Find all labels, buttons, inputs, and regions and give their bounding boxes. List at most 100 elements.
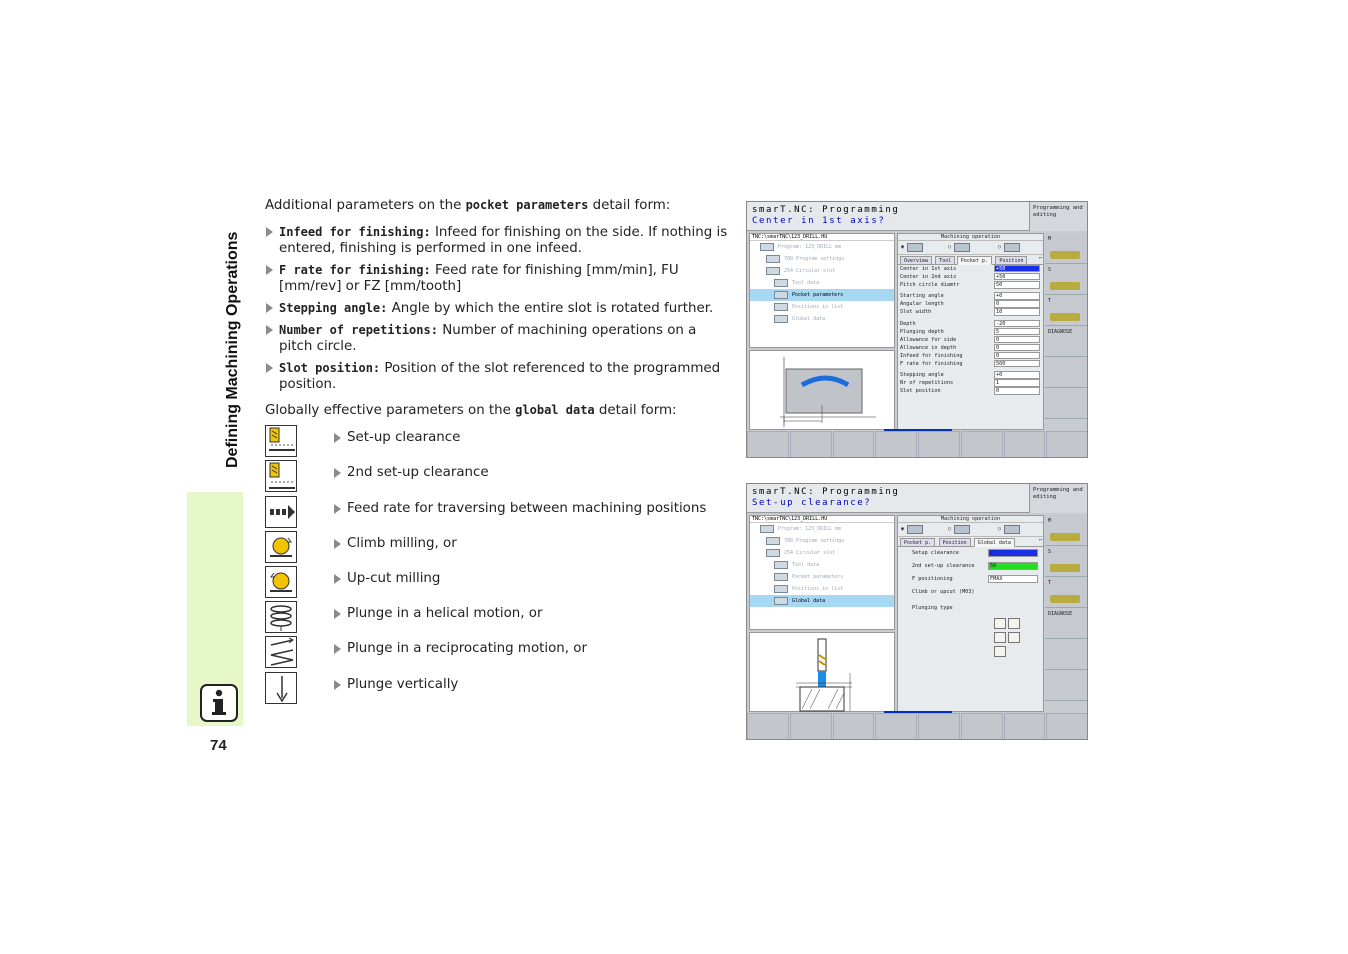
tree-node[interactable]: Global data (750, 313, 894, 325)
operation-selector[interactable]: ◉○○ (898, 241, 1043, 255)
field-value[interactable]: 5 (994, 327, 1040, 336)
tree-node-icon (774, 291, 788, 299)
softkey[interactable] (789, 431, 832, 457)
field-value[interactable]: FMAX (988, 575, 1038, 583)
option-radio[interactable] (994, 632, 1006, 643)
softkey[interactable] (918, 431, 960, 457)
field-value[interactable]: 1 (994, 379, 1040, 387)
tree-node[interactable]: Tool data (750, 559, 894, 571)
field-label: F positioning (912, 576, 953, 582)
tree-node-label: Pocket parameters (792, 292, 844, 298)
softkey[interactable] (747, 713, 789, 739)
form-row: Starting angle+0 (898, 292, 1043, 300)
icon-description: Plunge vertically (333, 677, 458, 692)
tree-node[interactable]: 254 Circular slot (750, 547, 894, 559)
mode-indicator: Programming and editing (1029, 202, 1087, 231)
tree-node[interactable]: 700 Program settings (750, 535, 894, 547)
option-radio[interactable] (994, 646, 1006, 657)
tree-node[interactable]: 254 Circular slot (750, 265, 894, 277)
softkey[interactable] (1045, 639, 1087, 670)
option-radio[interactable] (1008, 618, 1020, 629)
tree-node[interactable]: 700 Program settings (750, 253, 894, 265)
softkey[interactable]: T (1045, 295, 1087, 326)
softkey[interactable]: S (1045, 546, 1087, 577)
field-label: Slot width (900, 309, 932, 316)
field-value[interactable]: 2 (988, 549, 1038, 557)
field-value[interactable]: +50 (994, 265, 1040, 273)
tree-node[interactable]: Program: 123_DRILL mm (750, 523, 894, 535)
softkey[interactable] (832, 713, 875, 739)
upcut-milling-icon (265, 566, 297, 598)
field-label: Plunging type (912, 605, 953, 611)
tree-node-icon (774, 315, 788, 323)
tree-node[interactable]: Pocket parameters (750, 289, 894, 301)
form-tab[interactable]: Tool (935, 256, 956, 265)
softkey[interactable] (1046, 431, 1087, 457)
form-tab[interactable]: Overview (900, 256, 933, 265)
tree-node[interactable]: Tool data (750, 277, 894, 289)
softkey[interactable] (918, 713, 960, 739)
form-tab[interactable]: Position (995, 256, 1028, 265)
tree-node-icon (774, 279, 788, 287)
chapter-title: Defining Machining Operations (224, 231, 241, 468)
field-value[interactable]: +50 (994, 273, 1040, 281)
field-value[interactable]: 0 (994, 343, 1040, 352)
softkey[interactable]: DIAGNOSE (1045, 608, 1087, 639)
field-value[interactable]: 0 (994, 387, 1040, 395)
softkey[interactable] (960, 431, 1003, 457)
softkey[interactable] (960, 713, 1003, 739)
tree-node[interactable]: Positions in list (750, 583, 894, 595)
form-row: Slot width 10 (898, 308, 1043, 316)
tree-node-icon (766, 255, 780, 263)
field-value[interactable]: 0 (994, 300, 1040, 308)
softkey[interactable] (1003, 431, 1046, 457)
field-value[interactable]: +0 (994, 371, 1040, 379)
softkey[interactable] (875, 713, 917, 739)
tree-node-label: Positions in list (792, 586, 844, 592)
form-tab[interactable]: Pocket p. (900, 538, 936, 547)
tree-node[interactable]: Program: 123_DRILL mm (750, 241, 894, 253)
tree-node[interactable]: Global data (750, 595, 894, 607)
softkey[interactable]: M (1045, 515, 1087, 546)
option-radio[interactable] (1008, 632, 1020, 643)
tab-scroll-icon[interactable]: ↔ (1038, 255, 1042, 261)
tree-node[interactable]: Positions in list (750, 301, 894, 313)
tree-node[interactable]: Pocket parameters (750, 571, 894, 583)
intro-paragraph: Additional parameters on the pocket para… (265, 198, 671, 213)
softkey[interactable]: S (1045, 264, 1087, 295)
form-header: Machining operation (898, 234, 1043, 241)
field-value[interactable]: 0 (994, 351, 1040, 360)
field-value[interactable]: 50 (994, 281, 1040, 289)
form-tab[interactable]: Position (938, 538, 971, 547)
field-value[interactable]: 0 (994, 335, 1040, 344)
field-value[interactable]: 500 (994, 360, 1040, 368)
softkey[interactable] (1046, 713, 1087, 739)
softkey[interactable] (875, 431, 917, 457)
softkey[interactable]: DIAGNOSE (1045, 326, 1087, 357)
option-radio[interactable] (994, 618, 1006, 629)
form-tab[interactable]: Pocket p. (956, 256, 992, 265)
softkey[interactable] (789, 713, 832, 739)
softkey[interactable] (1045, 670, 1087, 701)
softkey[interactable] (1003, 713, 1046, 739)
field-value[interactable]: 10 (994, 308, 1040, 316)
tab-scroll-icon[interactable]: ↔ (1038, 537, 1042, 543)
softkey[interactable] (747, 431, 789, 457)
softkey[interactable] (1045, 388, 1087, 419)
field-label: Depth (900, 320, 916, 327)
softkey[interactable]: M (1045, 233, 1087, 264)
softkey[interactable] (832, 431, 875, 457)
form-row: F positioning FMAX (898, 573, 1043, 586)
form-tab[interactable]: Global data (973, 538, 1015, 547)
operation-selector[interactable]: ◉○○ (898, 523, 1043, 537)
field-value[interactable]: -20 (994, 319, 1040, 327)
field-value[interactable]: +0 (994, 292, 1040, 300)
softkey[interactable] (1045, 357, 1087, 388)
softkey[interactable]: T (1045, 577, 1087, 608)
field-value[interactable]: 50 (988, 562, 1038, 570)
